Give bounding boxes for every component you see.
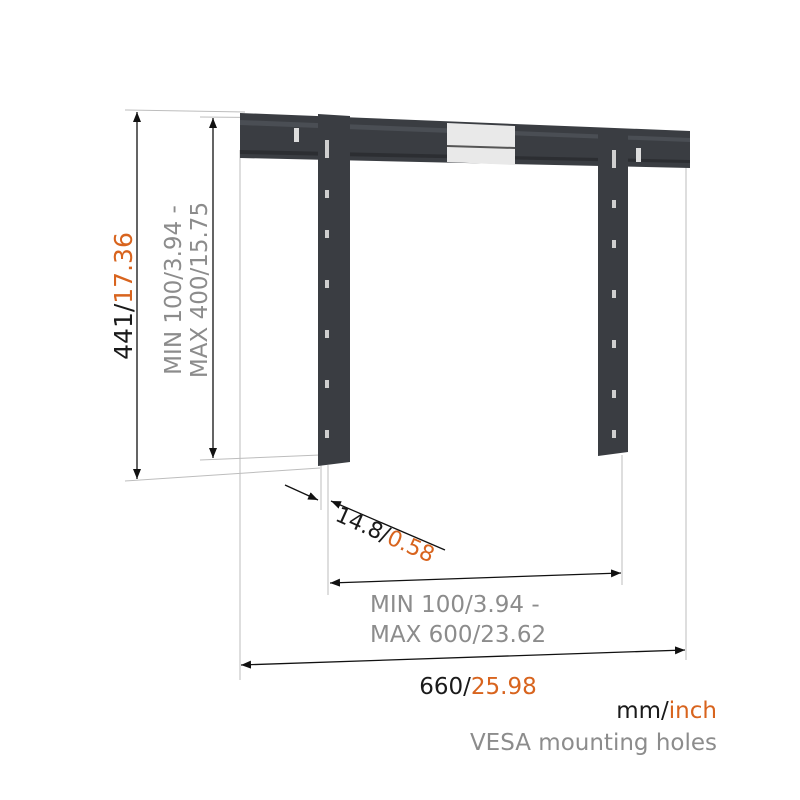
dimension-lines <box>133 112 686 669</box>
height-label: 441/17.36 <box>109 232 138 360</box>
units-legend: mm/inch <box>616 698 717 724</box>
vesa-horizontal-dimension-line <box>329 569 622 587</box>
vesa-vertical-line1: MIN 100/3.94 - <box>161 205 187 375</box>
vesa-vertical-line2: MAX 400/15.75 <box>187 202 213 378</box>
width-dimension-line <box>240 646 686 669</box>
center-logo-plate <box>447 123 515 165</box>
width-label: 660/25.98 <box>419 674 537 700</box>
rail-slot <box>294 128 299 142</box>
vesa-horizontal-line1: MIN 100/3.94 - <box>370 592 540 618</box>
depth-label: 14.8/0.58 <box>332 503 438 569</box>
left-vertical-strap <box>318 114 350 466</box>
depth-arrow-left <box>284 484 319 501</box>
wall-bracket <box>240 113 690 466</box>
extension-lines <box>124 109 687 680</box>
vesa-legend: VESA mounting holes <box>470 730 717 756</box>
vesa-horizontal-line2: MAX 600/23.62 <box>370 622 546 648</box>
rail-slot <box>636 148 641 162</box>
depth-arrow-right <box>330 500 446 551</box>
